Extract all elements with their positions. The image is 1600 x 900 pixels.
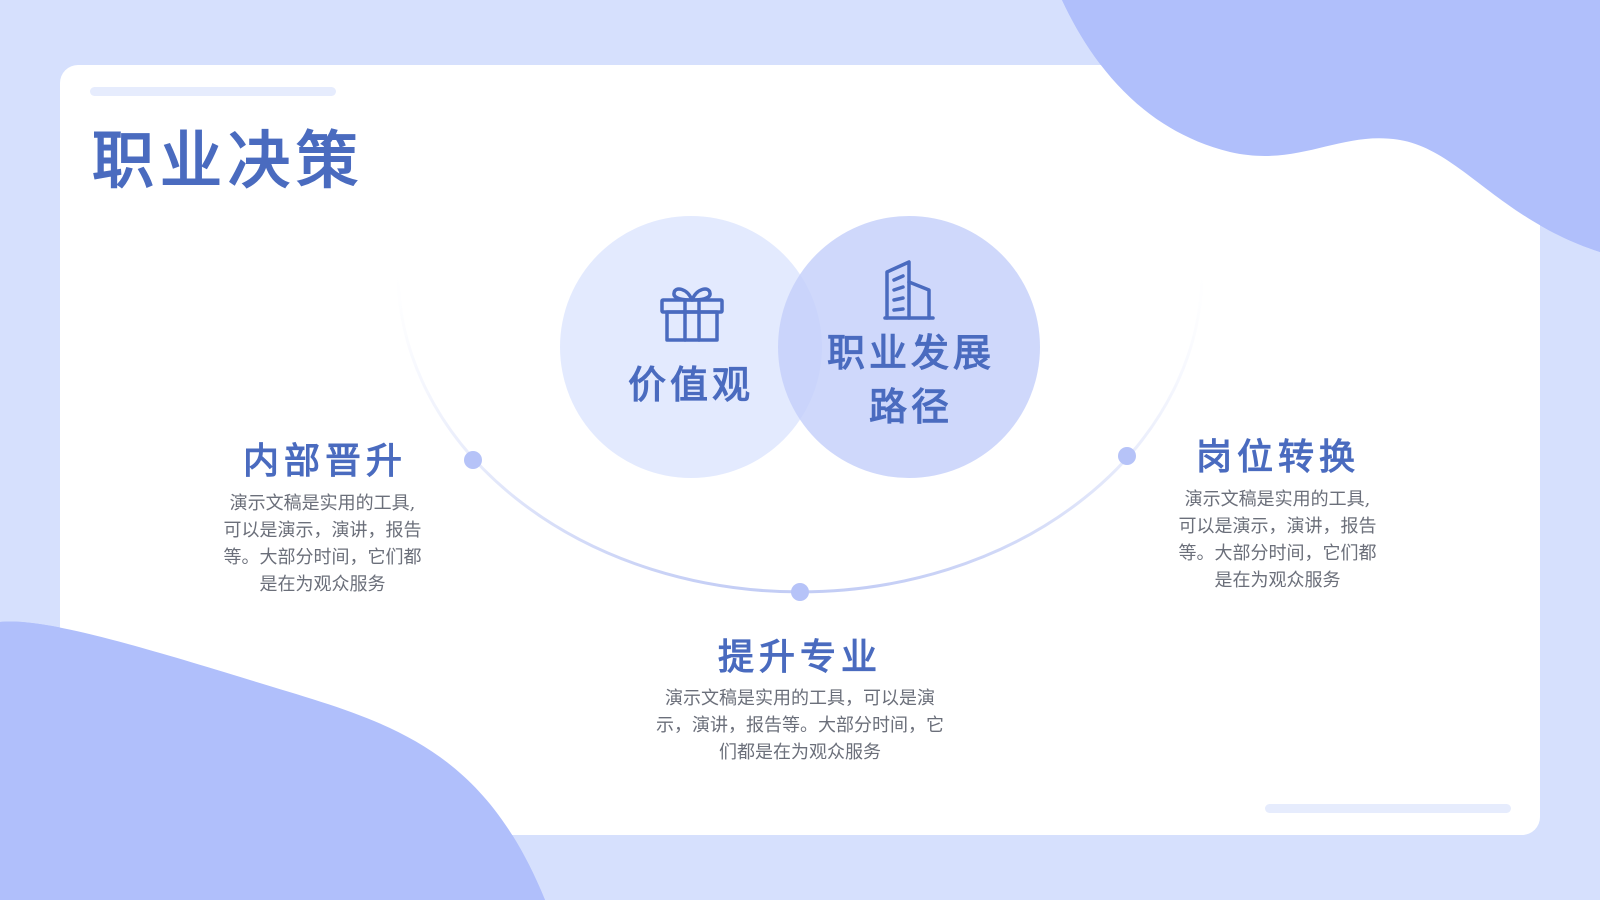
career-path-label-line2: 路径 bbox=[868, 385, 953, 429]
internal-promotion-desc: 演示文稿是实用的工具, 可以是演示，演讲，报告 等。大部分时间，它们都 是在为观… bbox=[223, 493, 422, 595]
page-title: 职业决策 bbox=[92, 124, 365, 197]
career-path-label-line1: 职业发展 bbox=[826, 331, 995, 375]
job-change-desc: 演示文稿是实用的工具, 可以是演示，演讲，报告 等。大部分时间，它们都 是在为观… bbox=[1178, 489, 1377, 591]
decorative-bar-top bbox=[90, 87, 336, 96]
values-label: 价值观 bbox=[627, 363, 754, 407]
career-path-circle bbox=[778, 216, 1040, 478]
internal-promotion-title: 内部晋升 bbox=[242, 441, 407, 482]
gift-icon bbox=[660, 287, 724, 342]
building-icon bbox=[883, 260, 935, 320]
improve-skill-title: 提升专业 bbox=[717, 637, 882, 678]
decorative-bar-bottom bbox=[1265, 804, 1511, 813]
arc-dot-bottom bbox=[791, 583, 809, 601]
arc-dot-left bbox=[464, 451, 482, 469]
arc-dot-right bbox=[1118, 447, 1136, 465]
improve-skill-desc: 演示文稿是实用的工具，可以是演 示，演讲，报告等。大部分时间，它 们都是在为观众… bbox=[656, 688, 944, 763]
job-change-title: 岗位转换 bbox=[1195, 437, 1360, 478]
